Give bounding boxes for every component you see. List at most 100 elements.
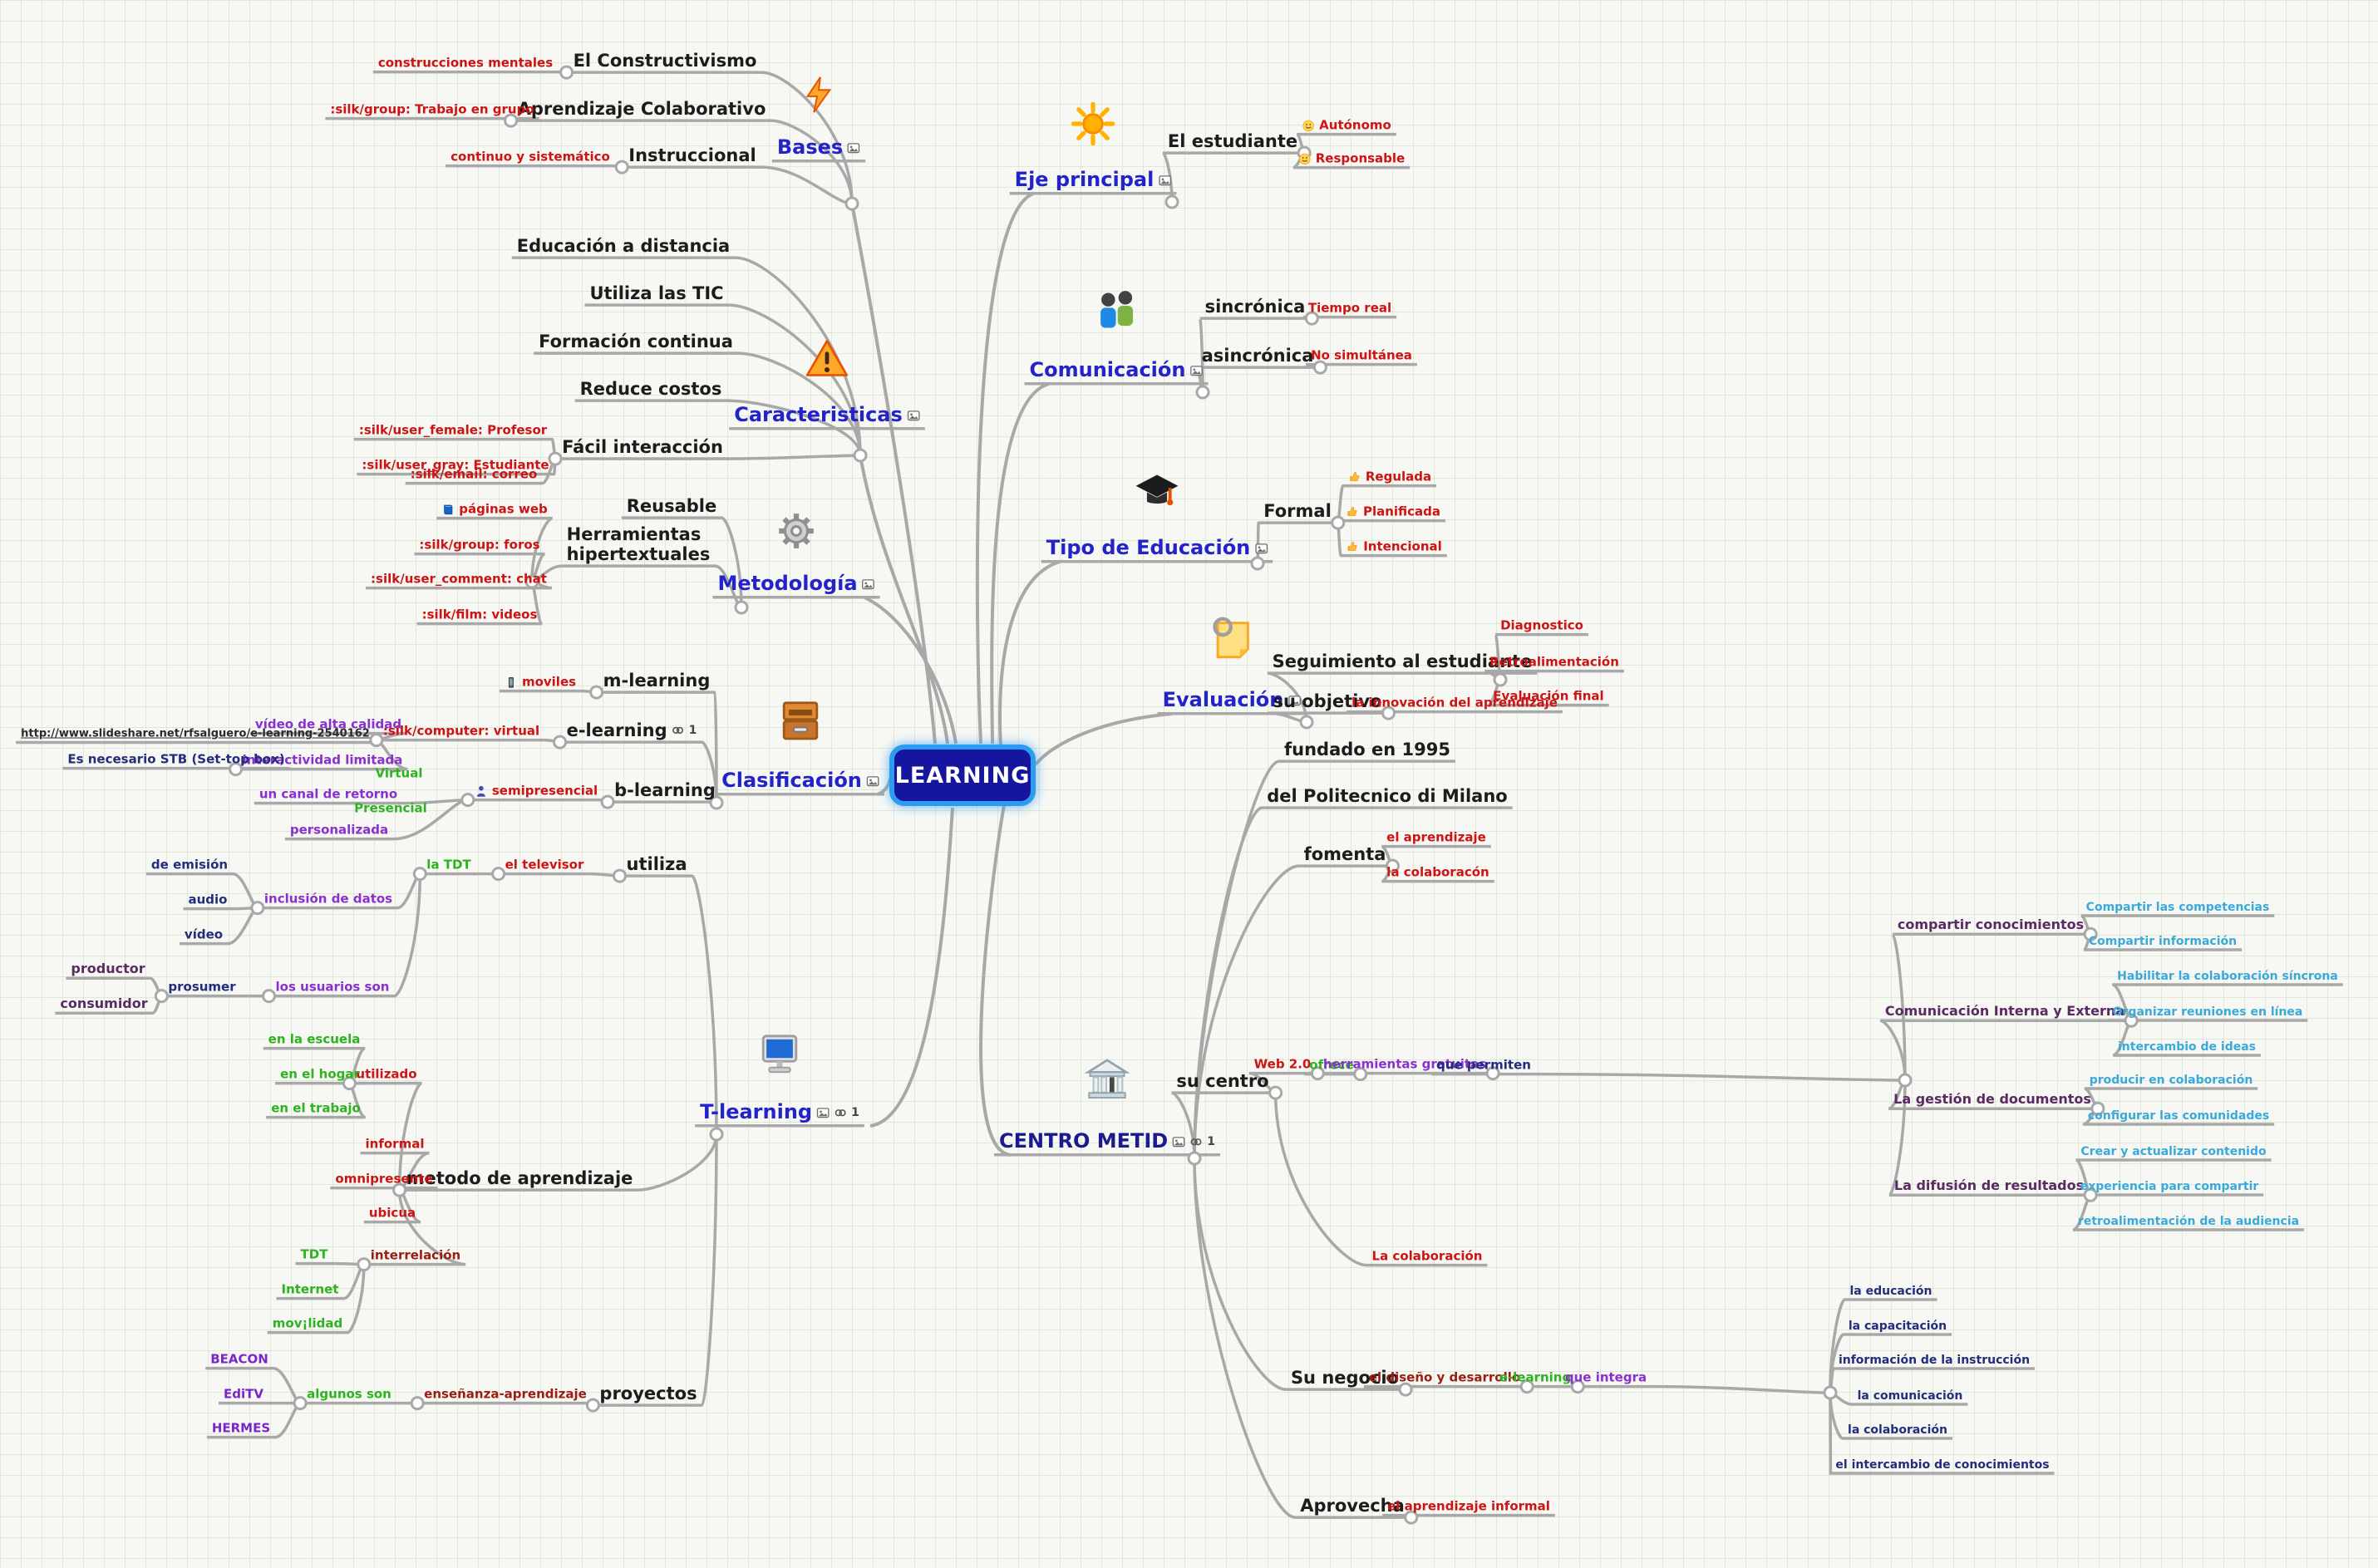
node-virtual_lbl[interactable]: Virtual	[376, 766, 423, 781]
node-que_integra[interactable]: que integra	[1565, 1370, 1647, 1385]
node-comu_ie[interactable]: Comunicación Interna y Externa	[1885, 1003, 2124, 1019]
node-informal[interactable]: informal	[366, 1137, 425, 1152]
node-bases[interactable]: Bases	[777, 136, 860, 160]
node-hogar[interactable]: en el hogar	[280, 1067, 360, 1082]
node-constr_ment[interactable]: construcciones mentales	[378, 56, 553, 71]
node-asincronica[interactable]: asincrónica	[1202, 346, 1314, 366]
node-personalizada[interactable]: personalizada	[290, 823, 388, 838]
node-form_cont[interactable]: Formación continua	[539, 332, 733, 351]
node-no_simult[interactable]: No simultánea	[1311, 348, 1412, 363]
node-clasif[interactable]: Clasificación	[721, 769, 879, 793]
node-profesor[interactable]: :silk/user_female: Profesor	[359, 423, 547, 438]
node-tipo[interactable]: Tipo de Educación	[1046, 537, 1268, 560]
node-elearn2[interactable]: e-learning	[1499, 1370, 1571, 1385]
node-metod[interactable]: Metodología	[717, 573, 874, 596]
node-algunos[interactable]: algunos son	[307, 1387, 391, 1402]
node-tiempo_real[interactable]: Tiempo real	[1308, 301, 1391, 316]
node-omnipres[interactable]: omnipresente	[335, 1172, 432, 1187]
node-informal2[interactable]: el aprendizaje informal	[1387, 1499, 1550, 1514]
node-utiliza_tic[interactable]: Utiliza las TIC	[589, 283, 723, 303]
node-movilidad[interactable]: mov¡lidad	[273, 1316, 342, 1331]
node-que_perm[interactable]: que permiten	[1436, 1058, 1531, 1073]
node-correo[interactable]: :silk/email: correo	[411, 467, 538, 482]
central-topic-learning[interactable]: LEARNING	[889, 745, 1036, 806]
node-la_comu[interactable]: la comunicación	[1858, 1389, 1963, 1403]
node-su_negocio[interactable]: Su negocio	[1291, 1368, 1399, 1388]
link-icon[interactable]	[1189, 1135, 1203, 1148]
node-reusable[interactable]: Reusable	[627, 496, 717, 516]
node-facil_inter[interactable]: Fácil interacción	[562, 437, 723, 457]
node-incl_datos[interactable]: inclusión de datos	[264, 892, 392, 907]
node-metodo[interactable]: metodo de aprendizaje	[406, 1168, 633, 1188]
node-beacon[interactable]: BEACON	[210, 1352, 268, 1367]
node-planificada[interactable]: Planificada	[1346, 504, 1440, 519]
node-ensenanza[interactable]: enseñanza-aprendizaje	[424, 1387, 587, 1402]
node-seguimiento[interactable]: Seguimiento al estudiante	[1273, 651, 1533, 671]
node-aprovecha[interactable]: Aprovecha	[1300, 1496, 1405, 1516]
node-la_educ[interactable]: la educación	[1849, 1285, 1932, 1298]
node-sincronica[interactable]: sincrónica	[1205, 297, 1306, 317]
node-la_colab3[interactable]: La colaboración	[1372, 1249, 1483, 1264]
node-stb[interactable]: Es necesario STB (Set-top box)	[67, 752, 284, 767]
node-apr_colab[interactable]: Aprendizaje Colaborativo	[518, 99, 766, 119]
node-chat[interactable]: :silk/user_comment: chat	[371, 572, 547, 587]
node-la_colab4[interactable]: la colaboración	[1848, 1423, 1947, 1437]
node-herr[interactable]: Herramientas hipertextuales	[567, 524, 711, 564]
node-ofrece[interactable]: ofrece	[1309, 1058, 1353, 1073]
node-de_emision[interactable]: de emisión	[151, 858, 228, 872]
node-formal[interactable]: Formal	[1263, 501, 1332, 521]
node-videos[interactable]: :silk/film: videos	[422, 607, 538, 622]
node-video_alta[interactable]: vídeo de alta calidad	[255, 717, 401, 732]
node-editv[interactable]: EdiTV	[224, 1387, 263, 1402]
node-hermes[interactable]: HERMES	[212, 1421, 270, 1436]
node-audio[interactable]: audio	[189, 892, 228, 907]
node-semipres[interactable]: semipresencial	[475, 784, 598, 798]
link-icon[interactable]	[672, 724, 685, 737]
node-presencial_lbl[interactable]: Presencial	[354, 801, 427, 816]
node-fomenta[interactable]: fomenta	[1304, 844, 1386, 864]
node-retro_aud[interactable]: retroalimentación de la audiencia	[2078, 1215, 2299, 1228]
node-prosumer[interactable]: prosumer	[168, 980, 235, 995]
node-interrel[interactable]: interrelación	[371, 1248, 460, 1263]
node-computer_virtual[interactable]: :silk/computer: virtual	[383, 724, 539, 739]
node-tdt_la[interactable]: la TDT	[426, 858, 470, 872]
node-difusion[interactable]: La difusión de resultados	[1894, 1177, 2084, 1193]
node-proyectos[interactable]: proyectos	[599, 1384, 697, 1403]
node-canal[interactable]: un canal de retorno	[259, 787, 397, 802]
node-la_colab2[interactable]: la colaboracón	[1386, 865, 1489, 880]
node-fundado[interactable]: fundado en 1995	[1284, 740, 1450, 759]
node-retroalim[interactable]: Retroalimentación	[1489, 655, 1619, 670]
node-trabajo[interactable]: en el trabajo	[271, 1101, 361, 1116]
node-su_objetivo[interactable]: su objetivo	[1273, 691, 1381, 711]
node-utilizado[interactable]: utilizado	[356, 1067, 416, 1082]
node-foros[interactable]: :silk/group: foros	[419, 538, 539, 553]
node-responsable[interactable]: Responsable	[1298, 151, 1405, 165]
node-diagnostico[interactable]: Diagnostico	[1500, 618, 1583, 633]
node-m_learning[interactable]: m-learning	[603, 671, 711, 691]
node-eje[interactable]: Eje principal	[1015, 169, 1172, 192]
link-icon[interactable]	[834, 1106, 847, 1119]
node-gestion[interactable]: La gestión de documentos	[1893, 1091, 2091, 1107]
node-competencias[interactable]: Compartir las competencias	[2086, 901, 2270, 914]
node-habilitar[interactable]: Habilitar la colaboración síncrona	[2117, 970, 2338, 983]
node-instruccional[interactable]: Instruccional	[628, 145, 756, 165]
node-configurar[interactable]: configurar las comunidades	[2088, 1109, 2269, 1123]
node-url[interactable]: http://www.slideshare.net/rfsalguero/e-l…	[21, 728, 370, 741]
node-usuarios[interactable]: los usuarios son	[276, 980, 390, 995]
node-trabajo_grupo[interactable]: :silk/group: Trabajo en grupo	[330, 102, 534, 117]
node-el_aprend[interactable]: el aprendizaje	[1386, 830, 1486, 845]
node-politecnico[interactable]: del Politecnico di Milano	[1267, 786, 1507, 806]
node-moviles[interactable]: moviles	[505, 675, 576, 689]
node-informacion[interactable]: Compartir información	[2089, 935, 2237, 948]
node-diseno[interactable]: el diseño y desarrollo	[1369, 1370, 1520, 1385]
node-intercambio[interactable]: intercambio de ideas	[2118, 1040, 2256, 1054]
node-eval_final[interactable]: Evaluación final	[1493, 689, 1603, 704]
node-organizar[interactable]: Organizar reuniones en línea	[2113, 1005, 2303, 1019]
node-b_learning[interactable]: b-learning	[614, 780, 716, 800]
node-experiencia[interactable]: experiencia para compartir	[2080, 1180, 2259, 1193]
node-cont_sist[interactable]: continuo y sistemático	[450, 150, 610, 165]
node-producir[interactable]: producir en colaboración	[2090, 1074, 2253, 1087]
node-paginas_web[interactable]: páginas web	[441, 502, 548, 516]
node-innovacion[interactable]: la innovación del aprendizaje	[1351, 696, 1558, 710]
